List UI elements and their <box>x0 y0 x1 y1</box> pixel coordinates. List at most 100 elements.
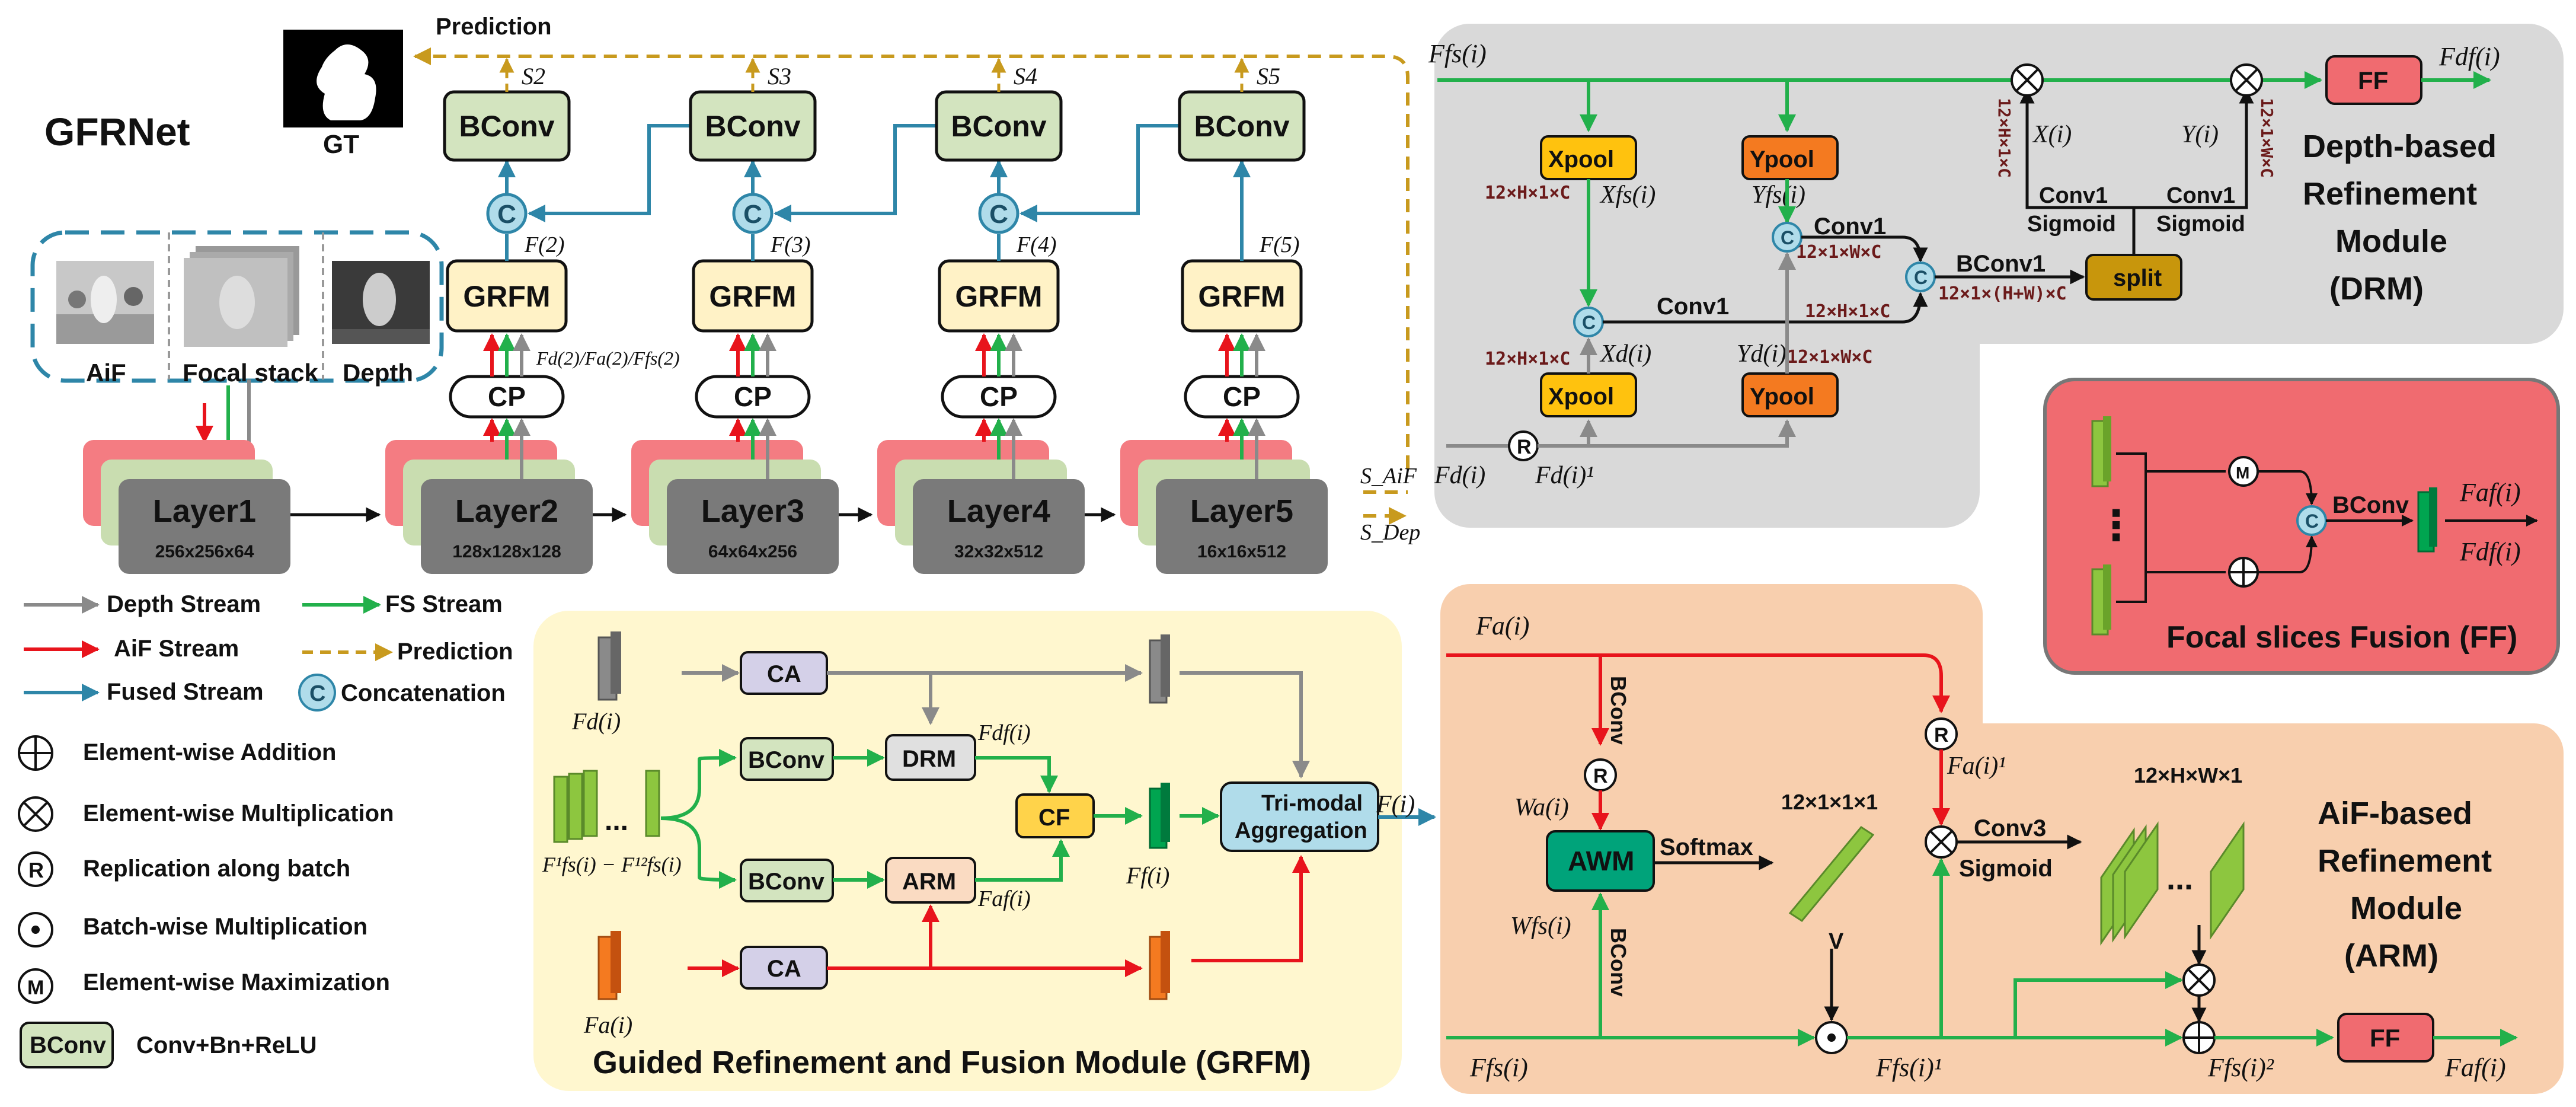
svg-text:M: M <box>2236 464 2249 482</box>
focal-stack-thumbnail <box>184 246 299 347</box>
svg-text:R: R <box>1593 765 1608 787</box>
grfm-ffs-range: F¹fs(i) − F¹²fs(i) <box>542 853 682 876</box>
arm-conv3: Conv3 <box>1974 815 2046 841</box>
arm-awm-box <box>1546 830 1655 892</box>
feature-label: F(2) <box>524 232 565 257</box>
legend-fs: FS Stream <box>385 591 503 617</box>
drm-conv1-x: Conv1 <box>2039 183 2108 208</box>
svg-text:Ypool: Ypool <box>1750 146 1814 173</box>
svg-text:BConv: BConv <box>951 110 1046 143</box>
grfm-ffa-label: Faf(i) <box>977 886 1031 911</box>
grfm-fs-dots: ... <box>605 805 628 837</box>
arm-v-block <box>1788 826 1875 922</box>
svg-text:BConv: BConv <box>1194 110 1289 143</box>
legend-bmult: Batch-wise Multiplication <box>83 914 367 940</box>
arm-attention-stack <box>2100 821 2245 946</box>
svg-text:M: M <box>27 977 44 999</box>
svg-text:AWM: AWM <box>1568 846 1634 876</box>
ff-title: Focal slices Fusion (FF) <box>2166 620 2517 655</box>
svg-text:Xpool: Xpool <box>1548 384 1614 410</box>
drm-ffs-label: Ffs(i) <box>1428 39 1487 68</box>
svg-text:CF: CF <box>1038 805 1070 831</box>
layer-dims: 256x256x64 <box>155 542 254 562</box>
drm-conv1-bottom: Conv1 <box>1657 294 1729 320</box>
layer-name: Layer1 <box>153 493 256 529</box>
gt-thumbnail <box>283 30 403 127</box>
svg-text:BConv: BConv <box>30 1032 107 1058</box>
svg-text:C: C <box>309 681 325 706</box>
layer-name: Layer5 <box>1190 493 1293 529</box>
legend-fused: Fused Stream <box>107 679 264 705</box>
side-output-label: S2 <box>522 63 545 90</box>
legend-concat: Concatenation <box>341 680 506 706</box>
grfm-fa-block <box>597 931 621 1000</box>
prediction-path <box>413 47 1410 468</box>
drm-ypool-top <box>1741 135 1839 180</box>
layer-dims: 128x128x128 <box>452 542 561 562</box>
svg-text:Ypool: Ypool <box>1750 384 1814 410</box>
drm-dim-xfs: 12×H×1×C <box>1485 183 1571 203</box>
svg-text:CP: CP <box>488 381 526 412</box>
svg-text:(DRM): (DRM) <box>2329 271 2424 307</box>
svg-text:Module: Module <box>2335 224 2447 259</box>
layer-stack-5: Layer5 16x16x512 <box>1120 440 1328 574</box>
drm-dim-vx: 12×H×1×C <box>1995 98 2014 178</box>
arm-fa: Fa(i) <box>1475 611 1529 640</box>
svg-text:CP: CP <box>734 381 772 412</box>
legend-max: Element-wise Maximization <box>83 969 390 996</box>
prediction-label: Prediction <box>436 14 552 40</box>
svg-text:Module: Module <box>2350 891 2462 926</box>
side-output-label: S3 <box>768 63 791 90</box>
grfm-detail: Fd(i) CA ... F¹fs(i) − F¹²fs(i) BConv BC… <box>542 631 1436 1080</box>
drm-yfs: Yfs(i) <box>1752 181 1805 209</box>
drm-sigmoid-x: Sigmoid <box>2027 212 2116 237</box>
arm-wa: Wa(i) <box>1514 794 1569 821</box>
legend-rep-icon <box>18 851 53 887</box>
legend: Depth Stream FS Stream AiF Stream Predic… <box>18 591 513 1068</box>
svg-text:BConv: BConv <box>459 110 554 143</box>
drm-dim-yd: 12×1×W×C <box>1787 347 1873 368</box>
grfm-fd-out-block <box>1149 634 1170 704</box>
svg-text:C: C <box>1914 267 1928 288</box>
svg-text:CA: CA <box>767 661 801 687</box>
ff-bconv: BConv <box>2332 492 2409 518</box>
svg-text:BConv: BConv <box>748 747 825 773</box>
arm-bconv-bottom: BConv <box>1606 928 1631 997</box>
svg-text:DRM: DRM <box>902 746 956 772</box>
drm-sigmoid-y: Sigmoid <box>2156 212 2245 237</box>
svg-text:BConv: BConv <box>705 110 800 143</box>
aif-thumbnail <box>56 261 154 344</box>
gt-label: GT <box>323 130 359 159</box>
svg-text:FF: FF <box>2370 1024 2400 1052</box>
grfm-ff-block <box>1149 783 1170 849</box>
ff-out-d: Fdf(i) <box>2459 537 2521 566</box>
svg-text:Depth-based: Depth-based <box>2303 129 2497 164</box>
svg-text:GRFM: GRFM <box>463 280 550 313</box>
arm-ffs: Ffs(i) <box>1469 1053 1528 1082</box>
ff-out-a: Faf(i) <box>2459 478 2521 507</box>
legend-bconv: Conv+Bn+ReLU <box>136 1032 317 1058</box>
grfm-fa-label: Fa(i) <box>583 1012 632 1038</box>
drm-ypool-bottom <box>1741 372 1839 417</box>
drm-dim-vy: 12×1×W×C <box>2257 98 2277 178</box>
svg-text:C: C <box>1582 312 1596 333</box>
svg-text:C: C <box>743 200 762 229</box>
arm-ffs2: Ffs(i)² <box>2207 1053 2274 1082</box>
grfm-fout-label: F(i) <box>1376 791 1415 818</box>
drm-xi: X(i) <box>2032 121 2072 148</box>
arm-wfs: Wfs(i) <box>1510 913 1571 940</box>
ff-module: ⋮ M C BConv Faf(i) Fdf(i) Focal slices F… <box>2091 416 2538 655</box>
arm-fa1: Fa(i)¹ <box>1947 752 2006 780</box>
arm-ffs1: Ffs(i)¹ <box>1875 1053 1942 1082</box>
grfm-ff-label: Ff(i) <box>1126 862 1169 889</box>
legend-max-icon <box>18 968 53 1004</box>
svg-text:R: R <box>28 858 44 882</box>
svg-text:split: split <box>2113 265 2162 291</box>
layer-dims: 16x16x512 <box>1197 542 1286 562</box>
feature-label: F(5) <box>1259 232 1300 257</box>
